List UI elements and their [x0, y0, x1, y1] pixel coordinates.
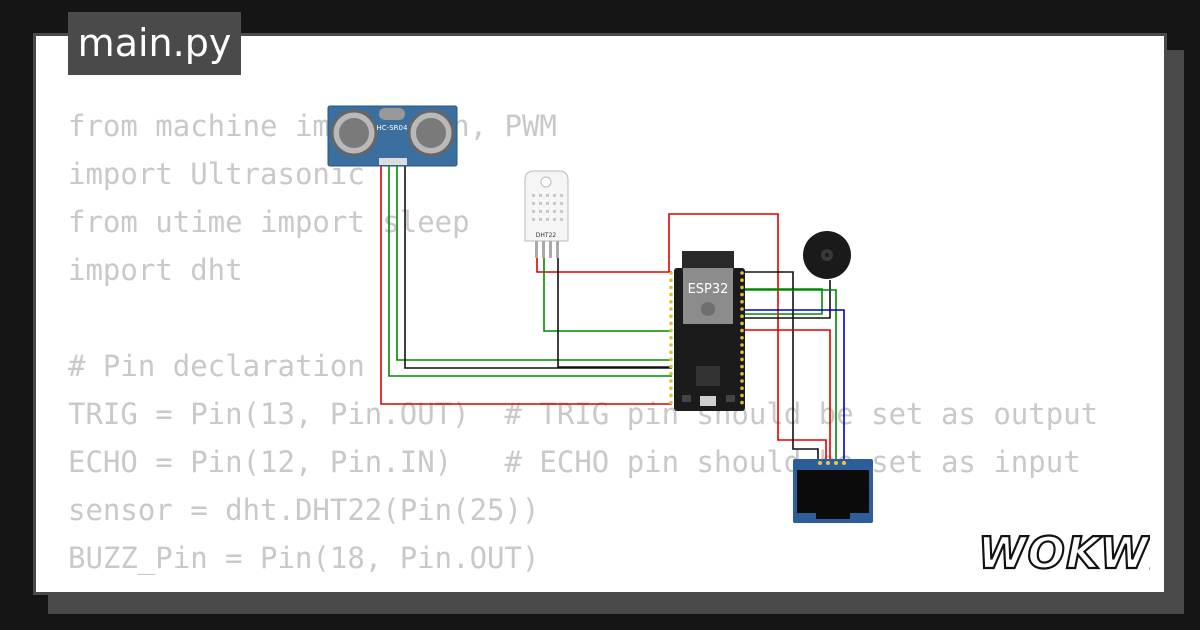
wires	[380, 165, 845, 462]
esp32-pin	[740, 400, 744, 405]
esp32-pin	[669, 364, 673, 369]
esp32-pin	[669, 300, 673, 304]
wire-oled-vcc	[742, 329, 831, 462]
esp32-label: ESP32	[688, 282, 729, 297]
wokwi-logo: WOKWi	[978, 527, 1150, 578]
esp32-pin	[669, 328, 673, 333]
esp32-pin	[740, 386, 744, 391]
esp32-pin	[740, 393, 744, 398]
esp32-pin	[740, 372, 744, 376]
esp32-pin	[740, 292, 744, 297]
esp32-pin	[669, 386, 673, 391]
dht22-sensor: DHT22	[524, 170, 569, 258]
esp32-pin	[740, 336, 744, 340]
wire-dht-data	[543, 258, 672, 332]
buzzer	[803, 231, 851, 279]
esp32-pin	[740, 278, 744, 283]
oled-display	[793, 459, 873, 523]
esp32-pin	[669, 400, 673, 405]
esp32-pin	[740, 350, 744, 355]
esp32-pin	[740, 300, 744, 304]
esp32-pin	[740, 285, 744, 290]
esp32-pin	[740, 343, 744, 347]
esp32-pin	[669, 343, 673, 347]
wire-dht-gnd	[557, 258, 672, 368]
esp32-pin	[740, 271, 744, 275]
code-line: # Pin declaration	[68, 349, 365, 383]
wire-buzzer-signal	[742, 288, 823, 315]
wire-ultrasonic-echo	[396, 165, 672, 361]
esp32-pin	[669, 314, 673, 319]
esp32-pin	[669, 372, 673, 376]
wire-oled-scl	[742, 289, 837, 462]
esp32-board: ESP32	[669, 251, 745, 411]
wire-esp-power-loop	[668, 213, 827, 462]
wokwi-logo-text: WOKWi	[978, 528, 1150, 578]
code-line: ECHO = Pin(12, Pin.IN) # ECHO pin should…	[68, 445, 1081, 479]
esp32-pins-left	[669, 271, 673, 405]
esp32-pin	[669, 350, 673, 355]
wire-oled-gnd	[742, 271, 819, 462]
esp32-pin	[669, 357, 673, 362]
esp32-pin	[740, 314, 744, 319]
esp32-pin	[740, 328, 744, 333]
esp32-pin	[740, 307, 744, 311]
esp32-pin	[669, 278, 673, 283]
esp32-pins-right	[740, 271, 744, 405]
ultrasonic-sensor: HC-SR04	[327, 105, 458, 167]
esp32-pin	[740, 321, 744, 326]
filename-tab: main.py	[68, 12, 241, 75]
esp32-pin	[740, 364, 744, 369]
esp32-pin	[669, 393, 673, 398]
wire-ultrasonic-trig	[388, 165, 672, 377]
esp32-pin	[669, 336, 673, 340]
ultrasonic-label: HC-SR04	[377, 124, 408, 132]
esp32-pin	[669, 321, 673, 326]
wire-dht-vcc	[536, 258, 672, 273]
code-line: import dht	[68, 253, 243, 287]
esp32-pin	[740, 357, 744, 362]
esp32-pin	[669, 379, 673, 383]
esp32-pin	[669, 307, 673, 311]
dht22-label: DHT22	[536, 232, 557, 239]
wire-ultrasonic-vcc	[380, 165, 672, 405]
esp32-pin	[669, 271, 673, 275]
wire-ultrasonic-gnd	[404, 165, 672, 369]
esp32-pin	[740, 379, 744, 383]
code-line: BUZZ_Pin = Pin(18, Pin.OUT)	[68, 541, 540, 575]
wire-buzzer-gnd	[742, 280, 831, 319]
esp32-pin	[669, 292, 673, 297]
wire-oled-sda	[742, 309, 845, 462]
esp32-pin	[669, 285, 673, 290]
code-line: sensor = dht.DHT22(Pin(25))	[68, 493, 540, 527]
